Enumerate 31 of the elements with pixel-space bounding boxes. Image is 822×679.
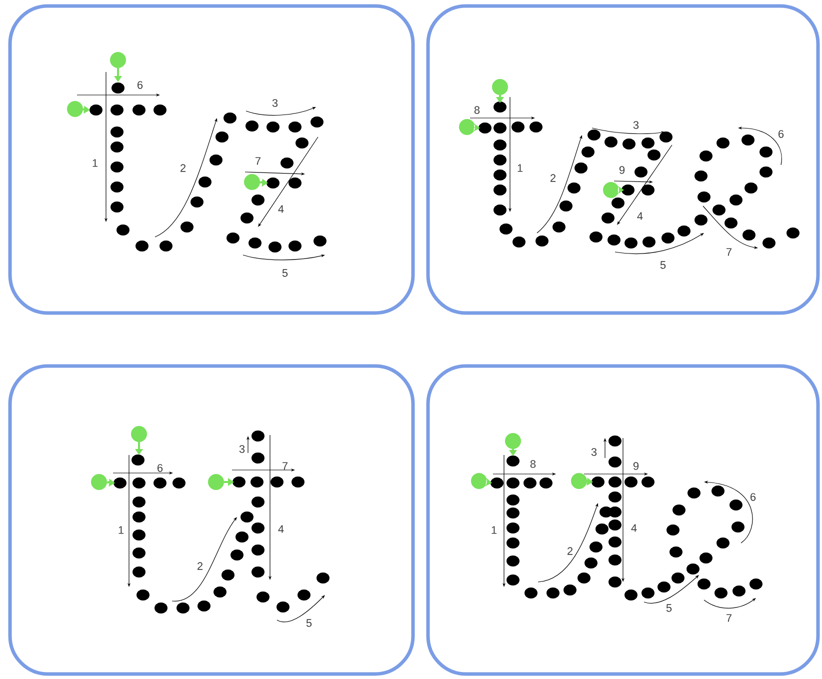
stroke-number: 5 [660,261,666,269]
stroke-number: 3 [591,448,597,456]
stroke-number: 3 [633,121,639,129]
stroke-number: 3 [272,99,278,107]
stroke-number: 1 [492,526,497,534]
stroke-number: 6 [138,81,143,89]
stroke-number: 5 [666,604,672,612]
stroke-number: 6 [750,493,756,501]
stroke-number: 3 [239,445,245,453]
stroke-number: 8 [474,106,480,114]
stroke-number: 4 [631,524,637,532]
stroke-number: 4 [278,205,284,213]
stroke-number: 1 [92,159,98,167]
stroke-number: 7 [726,248,732,256]
stroke-number: 6 [158,464,163,472]
stroke-number: 7 [726,614,732,622]
stroke-number: 1 [118,526,124,534]
stroke-number: 7 [282,462,288,470]
stroke-number: 5 [282,269,288,277]
stroke-number: 6 [778,130,784,138]
stroke-number: 2 [550,174,556,182]
stroke-number: 8 [530,460,536,468]
stroke-number: 4 [278,525,284,533]
stroke-number: 9 [633,462,639,470]
stroke-number: 4 [637,212,643,220]
stroke-number: 2 [180,164,186,172]
stroke-number: 5 [306,619,312,627]
stroke-number: 7 [256,157,261,165]
stroke-number: 2 [198,562,203,570]
stroke-number: 9 [619,166,625,174]
stroke-number: 1 [518,164,523,172]
